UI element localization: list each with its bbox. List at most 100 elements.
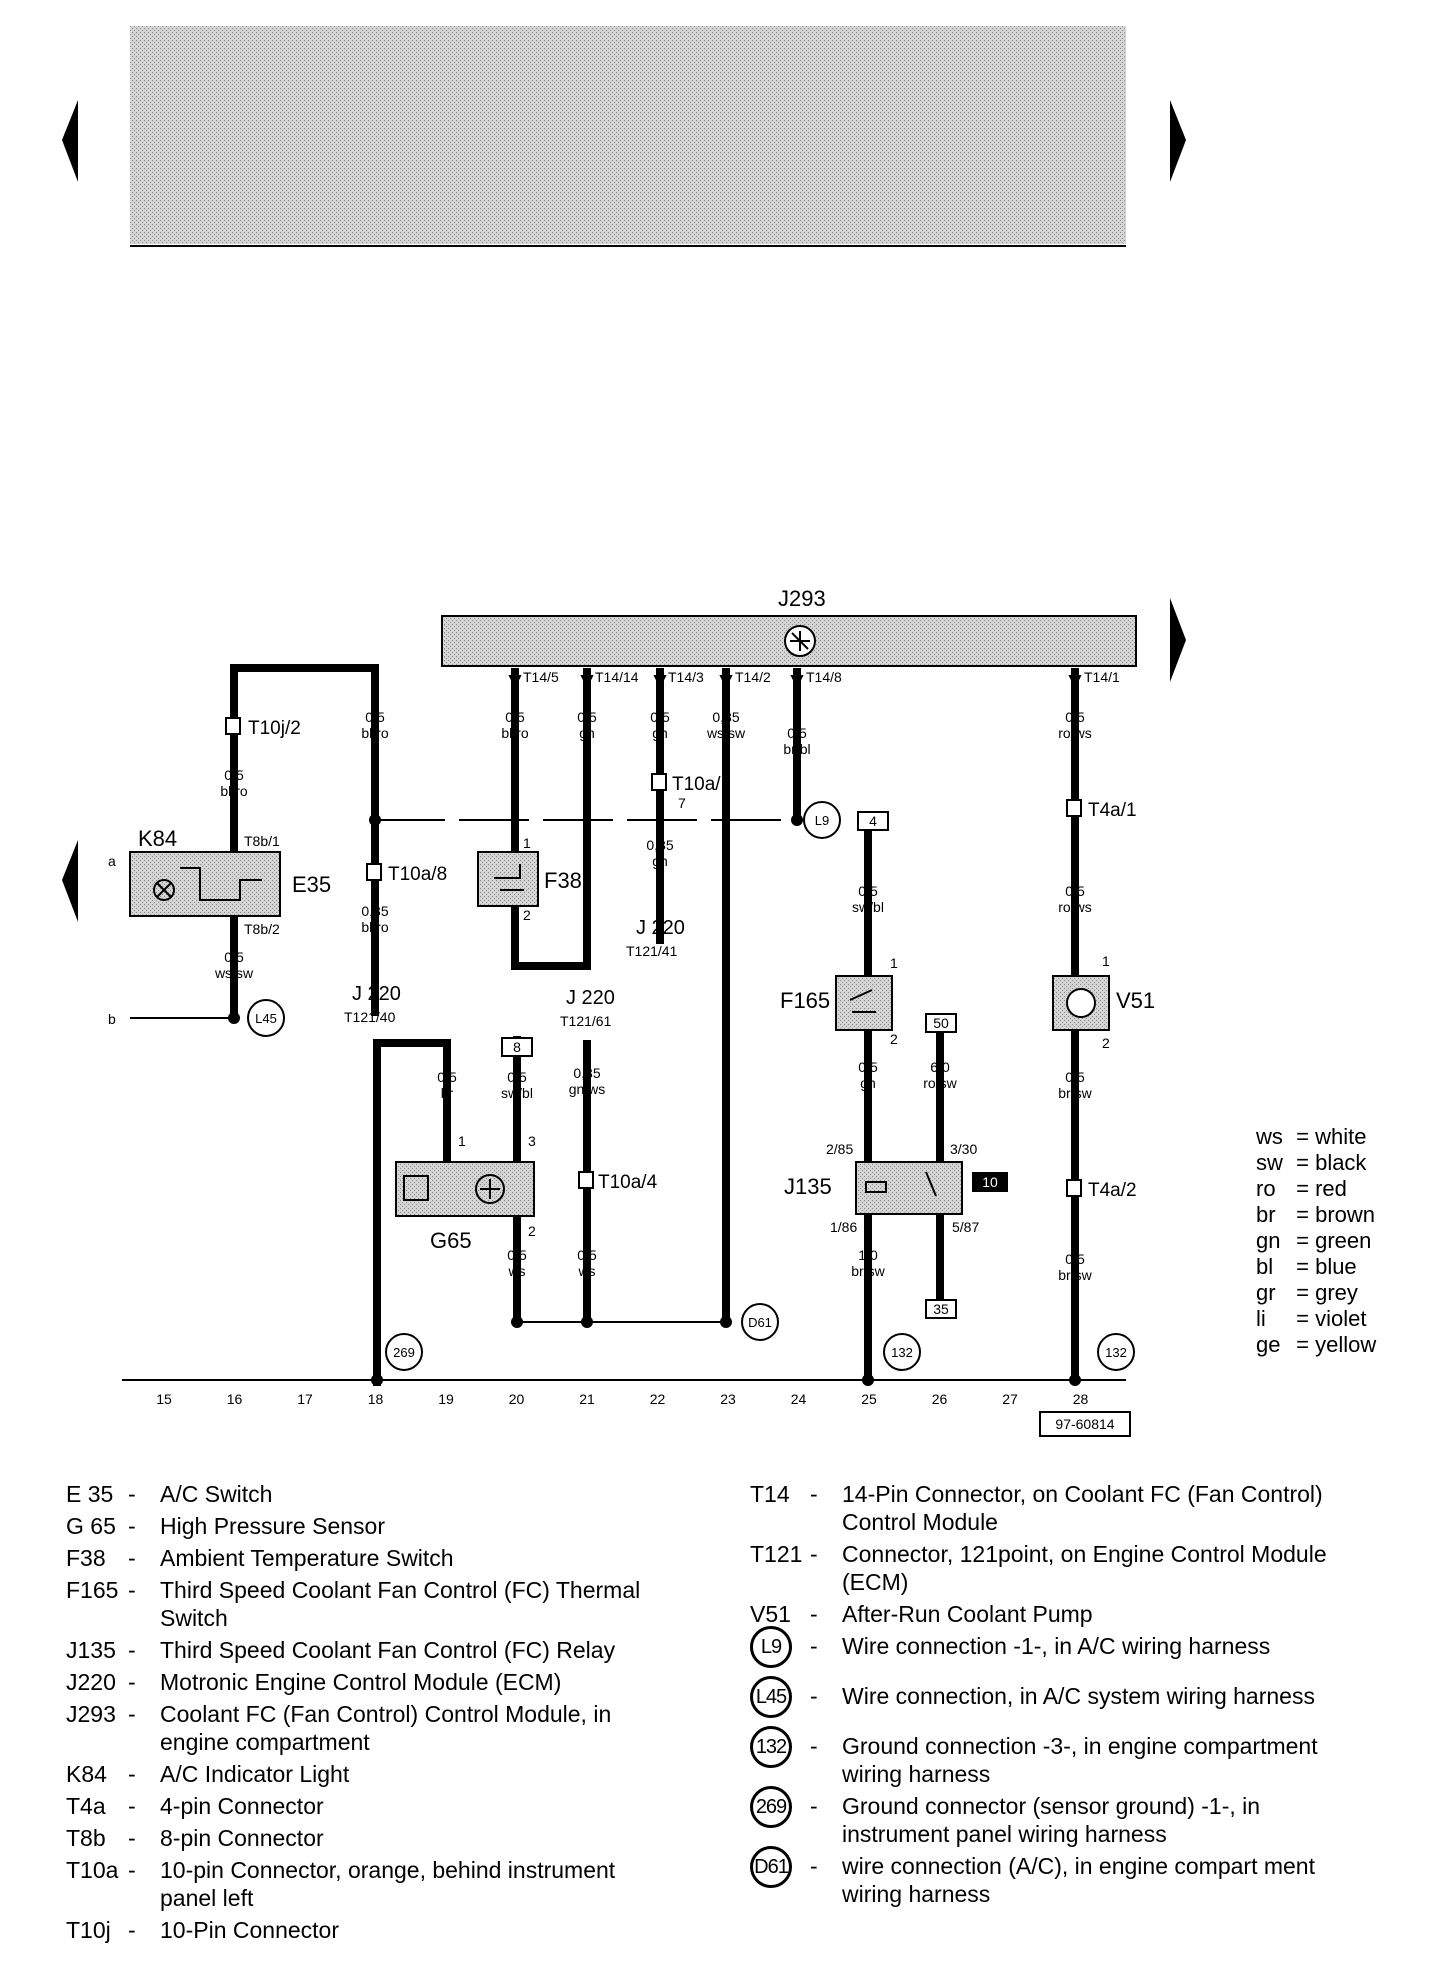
pin-label: 3/30 [950,1141,977,1157]
wire-label: 0,5 [1065,1251,1085,1267]
ref-box: 4 [869,813,877,829]
pin-label: 2 [890,1031,898,1047]
wire-label: 6,0 [930,1059,950,1075]
wire-label: bl/ro [361,725,388,741]
wire-label: 0,5 [650,709,670,725]
color-code-item: gn = green [1256,1228,1372,1253]
wire-label: ws/sw [214,965,254,981]
color-code-item: gr = grey [1256,1280,1358,1305]
pin-label: 1 [890,955,898,971]
pin-label: 2 [528,1223,536,1239]
pin-label: 1 [458,1133,466,1149]
grid-number: 24 [791,1391,807,1407]
wire-label: 0,5 [224,949,244,965]
wiring-diagram: J293 [62,26,1186,1437]
grid-number: 15 [156,1391,172,1407]
wire-connection-l45: L45 [255,1011,277,1026]
pin-label: 2 [1102,1035,1110,1051]
ecm-ref-j: J 220 [352,983,401,1005]
pin-label: 3 [528,1133,536,1149]
grid-number: 22 [650,1391,666,1407]
wire-label: sw/bl [852,899,884,915]
ecm-ref-j: J 220 [636,917,685,939]
connector-label: T10a/4 [598,1172,658,1193]
wire-label: bl/ro [220,783,247,799]
wire-label: br [441,1085,454,1101]
ref-box: 8 [513,1039,521,1055]
connector-label: T14/3 [668,669,704,685]
connector-label: T14/1 [1084,669,1120,685]
ground-132: 132 [891,1345,913,1360]
connector-label: T14/5 [523,669,559,685]
side-label-b: b [108,1011,116,1027]
connector-label: T14/8 [806,669,842,685]
wire-connection-d61: D61 [748,1315,772,1330]
wire-label: ro/ws [1058,725,1091,741]
wire-label: 0,5 [787,725,807,741]
wire-label: br/sw [1058,1267,1092,1283]
previous-page-arrow-icon[interactable] [62,100,78,182]
wire-label: 0,35 [646,837,673,853]
v51-label: V51 [1116,988,1155,1013]
wire-label: 0,5 [224,767,244,783]
wire-label: 0,5 [1065,1069,1085,1085]
wire-label: 0,5 [505,709,525,725]
connector-label: T10j/2 [248,718,301,739]
color-code-item: li = violet [1256,1306,1367,1331]
f165-label: F165 [780,988,830,1013]
ecm-ref-t: T121/40 [344,1009,396,1025]
ground-132: 132 [1105,1345,1127,1360]
pin-label: 2/85 [826,1141,853,1157]
wire-label: 0,35 [712,709,739,725]
color-code-item: ge = yellow [1256,1332,1377,1357]
wire-label: 0,35 [361,903,388,919]
grid-number: 16 [227,1391,243,1407]
wire-label: bl/ro [361,919,388,935]
wires [230,664,1079,1386]
wire-label: 0,5 [858,1059,878,1075]
connector-label: T14/14 [595,669,639,685]
g65-label: G65 [430,1228,472,1253]
connector-label: 7 [678,795,686,811]
color-code-item: ws = white [1256,1124,1367,1149]
pin-label: 2 [523,907,531,923]
connector-label: T14/2 [735,669,771,685]
grid-number: 21 [579,1391,595,1407]
connector-label: T10a/ [672,774,721,795]
grid-number: 25 [861,1391,877,1407]
j135-label: J135 [784,1174,832,1199]
connector-label: T4a/1 [1088,800,1137,821]
ref-box: 50 [933,1015,949,1031]
side-label-a: a [108,853,116,869]
f38-label: F38 [544,868,582,893]
next-page-arrow-icon[interactable] [1170,100,1186,182]
lamp-icon [153,879,175,901]
connector-label: T4a/2 [1088,1180,1137,1201]
wire-connection-l9: L9 [815,813,829,828]
wire-label: 0,5 [1065,883,1085,899]
ref-box: 10 [982,1174,998,1190]
wire-label: gn [860,1075,876,1091]
continues-left-arrow-icon[interactable] [62,840,78,922]
grid-number: 20 [509,1391,525,1407]
connector-label: T8b/1 [244,833,280,849]
f165-switch [835,975,893,1031]
wire-label: br/sw [1058,1085,1092,1101]
pin-label: 1 [523,835,531,851]
grid-number: 27 [1002,1391,1018,1407]
grid-number: 18 [368,1391,384,1407]
g65-sensor [395,1161,535,1217]
continues-right-arrow-icon[interactable] [1170,598,1186,682]
ecm-ref-j: J 220 [566,987,615,1009]
k84-label: K84 [138,826,177,851]
grid-number: 26 [932,1391,948,1407]
grid-number: 23 [720,1391,736,1407]
pin-label: 1 [1102,953,1110,969]
wire-label: 0,5 [577,709,597,725]
wire-label: gn/ws [569,1081,606,1097]
ecm-ref-t: T121/41 [626,943,678,959]
wire-label: 1,0 [858,1247,878,1263]
k84-e35-switch [129,851,281,917]
wire-label: 0,5 [1065,709,1085,725]
